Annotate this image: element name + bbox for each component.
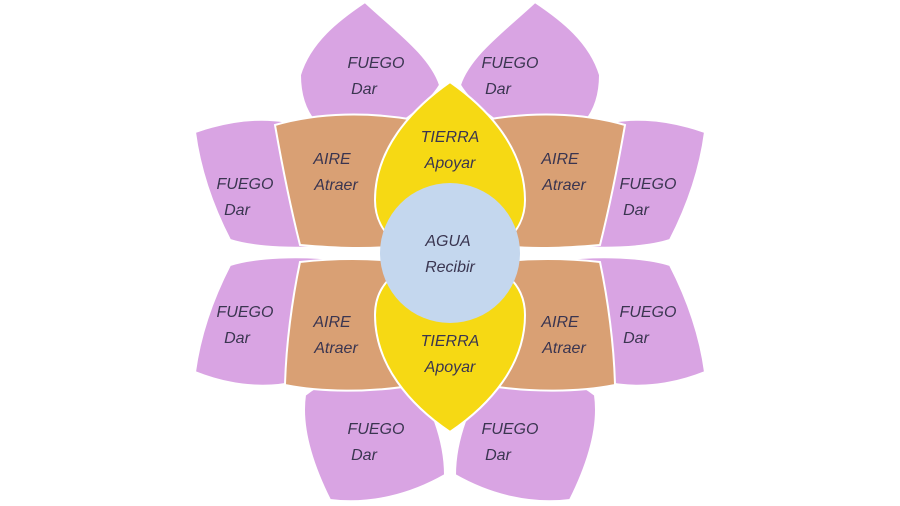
labels: FUEGO Dar FUEGO Dar FUEGO Dar FUEGO Dar … bbox=[217, 55, 677, 464]
aire-verb-lower-right: Atraer bbox=[541, 340, 586, 357]
aire-label-lower-right: AIRE bbox=[540, 314, 579, 331]
fuego-label-upper-right: FUEGO bbox=[620, 176, 677, 193]
fuego-label-top-left: FUEGO bbox=[348, 55, 405, 72]
aire-label-upper-right: AIRE bbox=[540, 151, 579, 168]
fuego-verb-top-left: Dar bbox=[351, 81, 377, 98]
fuego-verb-upper-left: Dar bbox=[224, 202, 250, 219]
aire-label-lower-left: AIRE bbox=[312, 314, 351, 331]
tierra-verb-top: Apoyar bbox=[424, 155, 476, 172]
fuego-verb-top-right: Dar bbox=[485, 81, 511, 98]
fuego-verb-bottom-right: Dar bbox=[485, 447, 511, 464]
fuego-verb-lower-right: Dar bbox=[623, 330, 649, 347]
fuego-label-bottom-right: FUEGO bbox=[482, 421, 539, 438]
aire-verb-upper-right: Atraer bbox=[541, 177, 586, 194]
fuego-label-lower-right: FUEGO bbox=[620, 304, 677, 321]
agua-label: AGUA bbox=[424, 233, 470, 250]
tierra-verb-bottom: Apoyar bbox=[424, 359, 476, 376]
fuego-verb-lower-left: Dar bbox=[224, 330, 250, 347]
fuego-label-bottom-left: FUEGO bbox=[348, 421, 405, 438]
fuego-verb-upper-right: Dar bbox=[623, 202, 649, 219]
fuego-label-lower-left: FUEGO bbox=[217, 304, 274, 321]
tierra-label-top: TIERRA bbox=[421, 129, 480, 146]
fuego-verb-bottom-left: Dar bbox=[351, 447, 377, 464]
aire-verb-lower-left: Atraer bbox=[313, 340, 358, 357]
fuego-label-upper-left: FUEGO bbox=[217, 176, 274, 193]
agua-verb: Recibir bbox=[425, 259, 475, 276]
tierra-label-bottom: TIERRA bbox=[421, 333, 480, 350]
fuego-label-top-right: FUEGO bbox=[482, 55, 539, 72]
aire-verb-upper-left: Atraer bbox=[313, 177, 358, 194]
agua-center bbox=[380, 183, 520, 323]
aire-label-upper-left: AIRE bbox=[312, 151, 351, 168]
